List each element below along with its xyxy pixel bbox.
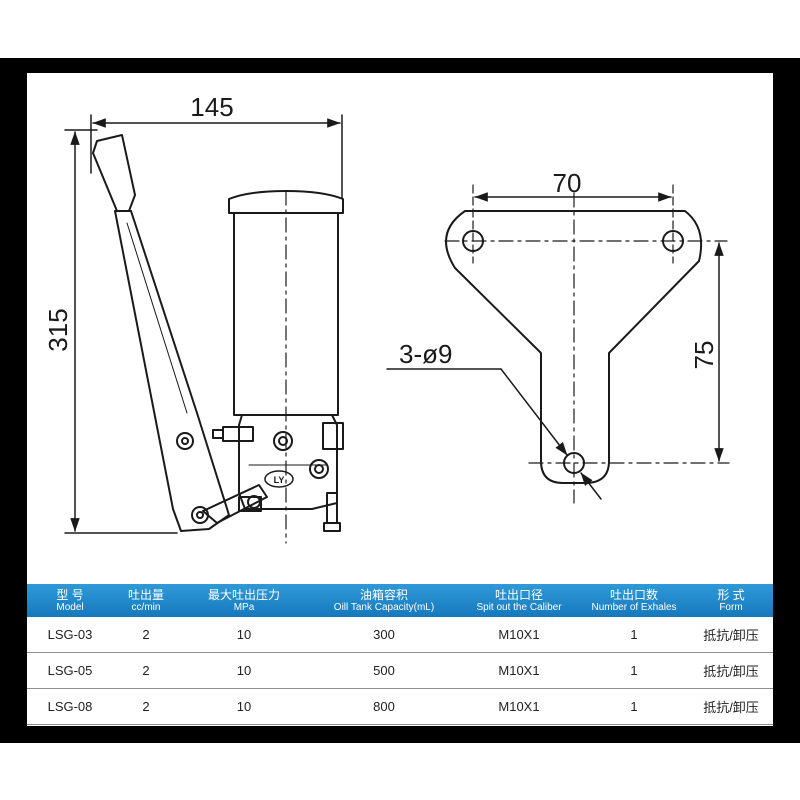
cell-form: 抵抗/卸压 xyxy=(689,652,773,689)
cell-discharge: 2 xyxy=(113,688,179,725)
hole-callout-leader-through xyxy=(580,472,602,500)
logo-badge-text: LY xyxy=(274,475,285,485)
tank-cap xyxy=(228,190,344,214)
front-fitting-nut xyxy=(212,429,224,439)
cell-form: 抵抗/卸压 xyxy=(689,688,773,725)
handle-rib xyxy=(126,222,188,414)
lever-pivot-bolt-inner xyxy=(181,437,189,445)
outlet-fitting-inner xyxy=(314,464,324,474)
pump-side-view xyxy=(64,114,344,544)
pump-width-dimension: 145 xyxy=(190,92,233,122)
upper-port xyxy=(273,431,293,451)
cell-outlet-count: 1 xyxy=(579,652,689,689)
handle-grip xyxy=(92,134,136,212)
cell-form: 抵抗/卸压 xyxy=(689,617,773,653)
black-frame: LY 145 315 xyxy=(0,58,800,743)
cell-model: LSG-03 xyxy=(27,617,113,653)
table-row: LSG-03 2 10 300 M10X1 1 抵抗/卸压 xyxy=(27,617,773,653)
drawing-panel: LY 145 315 xyxy=(27,73,773,726)
outlet-pipe xyxy=(326,492,338,524)
pump-body xyxy=(238,414,338,510)
cell-model: LSG-05 xyxy=(27,652,113,689)
cell-outlet-count: 1 xyxy=(579,617,689,653)
side-valve xyxy=(322,422,344,450)
hole-spacing-dimension: 70 xyxy=(553,168,582,198)
cell-outlet-caliber: M10X1 xyxy=(459,688,579,725)
bottom-mount xyxy=(238,496,262,512)
cell-outlet-caliber: M10X1 xyxy=(459,617,579,653)
lever-lower-bolt-inner xyxy=(196,511,204,519)
lever-pivot-bolt xyxy=(176,432,194,450)
technical-drawing: LY 145 315 xyxy=(43,92,730,544)
cell-model: LSG-08 xyxy=(27,688,113,725)
linkage-arm xyxy=(202,484,268,524)
bracket-height-dimension: 75 xyxy=(689,341,719,370)
handle-lever xyxy=(114,210,230,532)
cell-discharge: 2 xyxy=(113,652,179,689)
cell-max-pressure: 10 xyxy=(179,688,309,725)
cell-tank-capacity: 500 xyxy=(309,652,459,689)
outlet-fitting xyxy=(309,459,329,479)
outlet-pipe-tip xyxy=(323,522,341,532)
logo-badge xyxy=(264,470,294,488)
table-row: LSG-05 2 10 500 M10X1 1 抵抗/卸压 xyxy=(27,652,773,689)
cell-outlet-caliber: M10X1 xyxy=(459,652,579,689)
cell-discharge: 2 xyxy=(113,617,179,653)
hole-callout-leader xyxy=(500,368,568,456)
pump-height-dimension: 315 xyxy=(43,308,73,351)
table-row: LSG-08 2 10 800 M10X1 1 抵抗/卸压 xyxy=(27,688,773,725)
cell-tank-capacity: 300 xyxy=(309,617,459,653)
cell-max-pressure: 10 xyxy=(179,652,309,689)
cell-max-pressure: 10 xyxy=(179,617,309,653)
upper-port-inner xyxy=(278,436,288,446)
mounting-bracket xyxy=(386,184,730,504)
hole-callout-label: 3-ø9 xyxy=(399,339,452,369)
cell-tank-capacity: 800 xyxy=(309,688,459,725)
cell-outlet-count: 1 xyxy=(579,688,689,725)
